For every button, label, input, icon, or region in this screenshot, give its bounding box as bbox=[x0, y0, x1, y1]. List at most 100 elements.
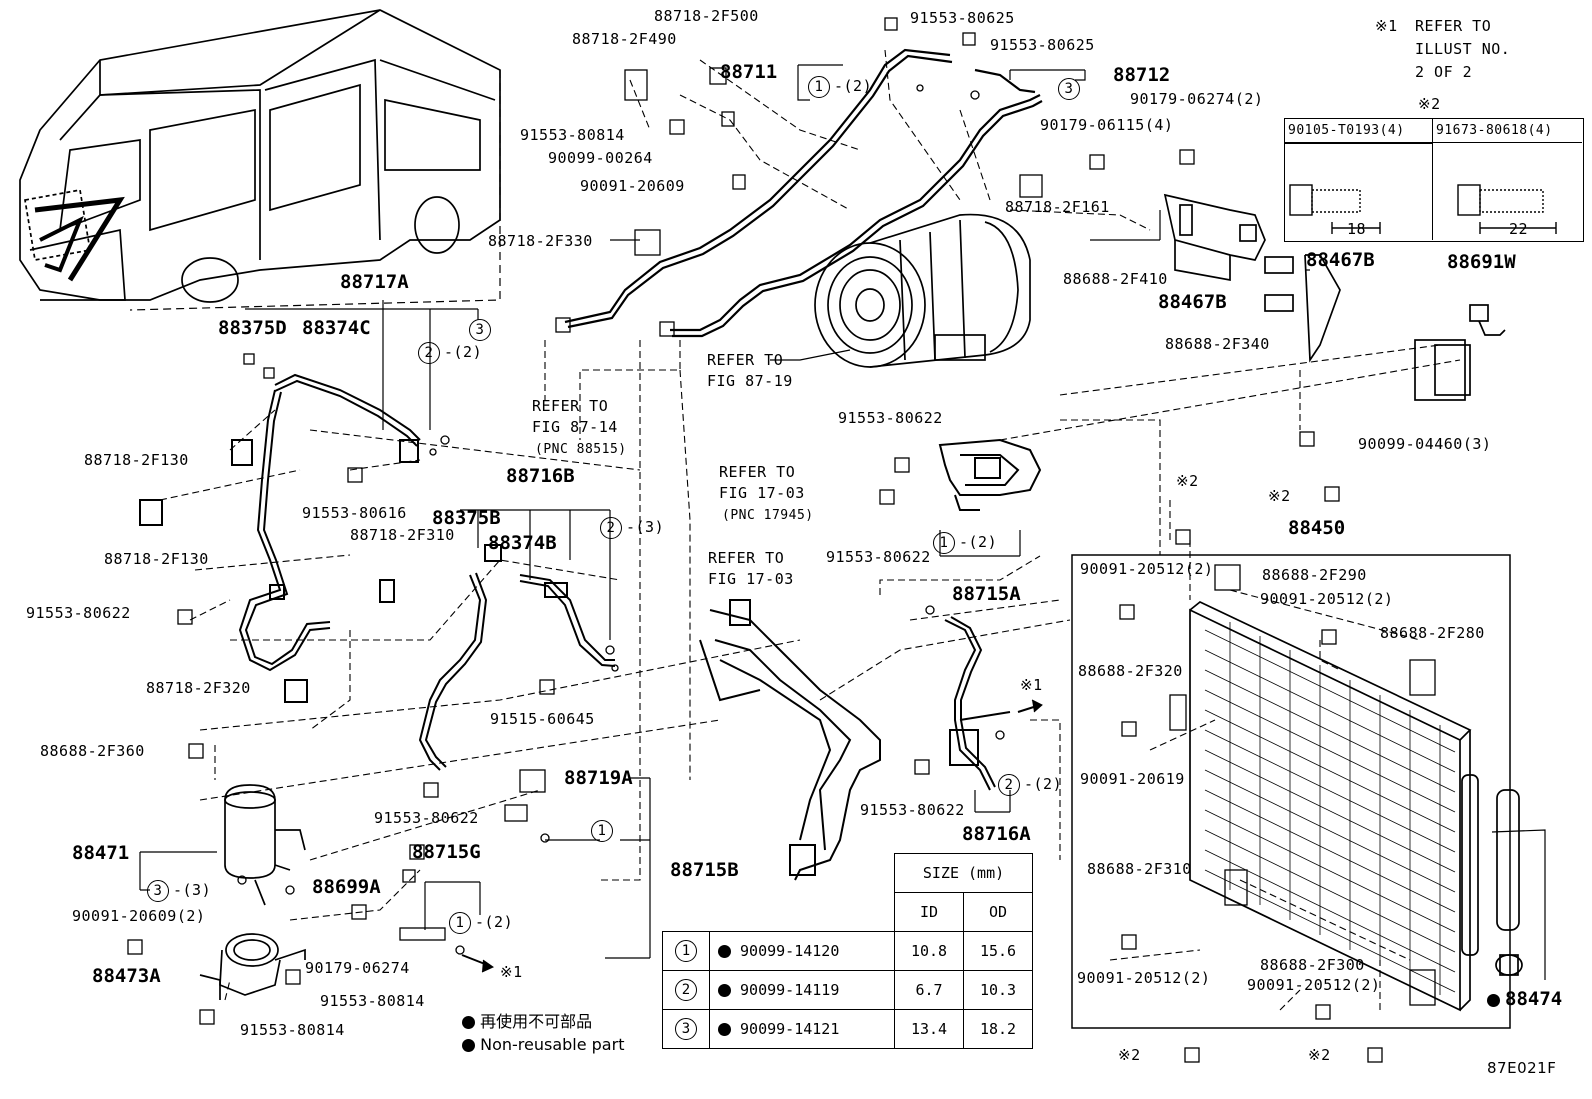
pipe-88715a bbox=[938, 438, 1042, 511]
label-88716b: 88716B bbox=[506, 465, 575, 487]
label-91553-80814-mid: 91553-80814 bbox=[320, 992, 425, 1010]
refer-fig-87-14-line-1: REFER TO bbox=[532, 397, 609, 415]
condenser bbox=[1189, 601, 1523, 1012]
callout-1-88715a: 1-(2) bbox=[933, 532, 997, 554]
small-parts bbox=[127, 17, 1436, 1063]
table-row: 2 90099-14119 6.7 10.3 bbox=[662, 970, 1033, 1010]
hose-88717a bbox=[139, 373, 421, 703]
label-88474: 88474 bbox=[1505, 988, 1563, 1010]
condenser-frame bbox=[1071, 554, 1511, 1029]
label-88718-2f161: 88718-2F161 bbox=[1005, 198, 1110, 216]
label-88718-2f500: 88718-2F500 bbox=[654, 7, 759, 25]
note-refer-line-2: ILLUST NO. bbox=[1415, 40, 1511, 58]
refer-fig-17-03-a-line-1: REFER TO bbox=[719, 463, 796, 481]
legend-jp: 再使用不可部品 bbox=[462, 1008, 592, 1032]
label-88471: 88471 bbox=[72, 842, 130, 864]
label-88450: 88450 bbox=[1288, 517, 1346, 539]
label-90091-20512-a: 90091-20512(2) bbox=[1080, 560, 1214, 578]
non-reusable-dot-88474 bbox=[1487, 994, 1500, 1007]
van-outline bbox=[19, 9, 501, 303]
bolt-box-dim-2: 22 bbox=[1509, 220, 1529, 238]
callout-3-88717a: 3 bbox=[469, 319, 491, 341]
legend-en: Non-reusable part bbox=[462, 1035, 624, 1054]
bracket-88473a bbox=[199, 933, 306, 1000]
table-row: 3 90099-14121 13.4 18.2 bbox=[662, 1009, 1033, 1049]
bolt-box-part-1: 90105-T0193(4) bbox=[1288, 123, 1405, 138]
label-90099-00264: 90099-00264 bbox=[548, 149, 653, 167]
label-88374b: 88374B bbox=[488, 532, 557, 554]
label-88688-2f340: 88688-2F340 bbox=[1165, 335, 1270, 353]
oring-size-table: SIZE (mm) ID OD 1 90099-14120 10.8 15.6 … bbox=[662, 853, 1033, 1049]
hose-lines bbox=[564, 48, 1043, 338]
label-91553-80616: 91553-80616 bbox=[302, 504, 407, 522]
bolt-box-mark: ※2 bbox=[1418, 95, 1441, 113]
figure-code: 87E021F bbox=[1487, 1059, 1557, 1077]
refer-fig-87-19-line-2: FIG 87-19 bbox=[707, 372, 793, 390]
label-88691w: 88691W bbox=[1447, 251, 1516, 273]
refer-fig-17-03-a-line-2: FIG 17-03 bbox=[719, 484, 805, 502]
label-88688-2f280: 88688-2F280 bbox=[1380, 624, 1485, 642]
refer-fig-87-19-line-1: REFER TO bbox=[707, 351, 784, 369]
label-90091-20512-d: 90091-20512(2) bbox=[1247, 976, 1381, 994]
callout-1-88719a: 1 bbox=[591, 820, 613, 842]
note-mark-2-d: ※2 bbox=[1308, 1046, 1331, 1064]
refer-fig-17-03-b-line-2: FIG 17-03 bbox=[708, 570, 794, 588]
dashed-leaders bbox=[159, 49, 1461, 1011]
note-mark-1-bottom: ※1 bbox=[500, 963, 523, 981]
label-90091-20609-2: 90091-20609(2) bbox=[72, 907, 206, 925]
label-88688-2f320: 88688-2F320 bbox=[1078, 662, 1183, 680]
label-88718-2f490: 88718-2F490 bbox=[572, 30, 677, 48]
bolt-box bbox=[1284, 118, 1584, 242]
label-88718-2f130-a: 88718-2F130 bbox=[84, 451, 189, 469]
bracket-88688-2f410 bbox=[1163, 193, 1266, 282]
label-88718-2f130-b: 88718-2F130 bbox=[104, 550, 209, 568]
label-90179-06274: 90179-06274 bbox=[305, 959, 410, 977]
refer-fig-87-14-line-2: FIG 87-14 bbox=[532, 418, 618, 436]
note-refer-line-1: REFER TO bbox=[1415, 17, 1492, 35]
label-91515-60645: 91515-60645 bbox=[490, 710, 595, 728]
note-mark-1-right: ※1 bbox=[1020, 676, 1043, 694]
label-88467b-lower: 88467B bbox=[1158, 291, 1227, 313]
label-88688-2f360: 88688-2F360 bbox=[40, 742, 145, 760]
label-88718-2f320: 88718-2F320 bbox=[146, 679, 251, 697]
label-91553-80814-top: 91553-80814 bbox=[520, 126, 625, 144]
bolt-box-part-2: 91673-80618(4) bbox=[1436, 123, 1553, 138]
callout-3-top: 3 bbox=[1058, 78, 1080, 100]
label-88718-2f310-left: 88718-2F310 bbox=[350, 526, 455, 544]
callout-3-88471: 3-(3) bbox=[147, 880, 211, 902]
label-90091-20512-b: 90091-20512(2) bbox=[1260, 590, 1394, 608]
switch-88467b-lower bbox=[1264, 294, 1294, 312]
note-mark-2-c: ※2 bbox=[1118, 1046, 1141, 1064]
label-90091-20512-c: 90091-20512(2) bbox=[1077, 969, 1211, 987]
note-refer-line-3: 2 OF 2 bbox=[1415, 63, 1473, 81]
label-88718-2f330: 88718-2F330 bbox=[488, 232, 593, 250]
bolt-box-drawings bbox=[1289, 184, 1557, 234]
callout-2-88716a: 2-(2) bbox=[998, 774, 1062, 796]
label-88688-2f290: 88688-2F290 bbox=[1262, 566, 1367, 584]
label-91553-80622-left: 91553-80622 bbox=[26, 604, 131, 622]
note-mark-2-a: ※2 bbox=[1176, 472, 1199, 490]
callout-1-top: 1-(2) bbox=[808, 76, 872, 98]
callout-2-88716b: 2-(3) bbox=[600, 517, 664, 539]
leader-lines bbox=[139, 64, 1546, 980]
label-91553-80814-bottom: 91553-80814 bbox=[240, 1021, 345, 1039]
label-90091-20619: 90091-20619 bbox=[1080, 770, 1185, 788]
size-table-col-id: ID bbox=[894, 892, 964, 932]
callout-2-88717a: 2-(2) bbox=[418, 342, 482, 364]
label-91553-80625-b: 91553-80625 bbox=[990, 36, 1095, 54]
label-88712: 88712 bbox=[1113, 64, 1171, 86]
label-88467b-upper: 88467B bbox=[1306, 249, 1375, 271]
size-table-header: SIZE (mm) bbox=[894, 853, 1033, 893]
label-88688-2f300: 88688-2F300 bbox=[1260, 956, 1365, 974]
label-90179-06115-4: 90179-06115(4) bbox=[1040, 116, 1174, 134]
size-table-col-od: OD bbox=[963, 892, 1033, 932]
label-88375d: 88375D bbox=[218, 317, 287, 339]
sensor-88691w bbox=[1414, 304, 1506, 401]
label-88688-2f310-right: 88688-2F310 bbox=[1087, 860, 1192, 878]
label-91553-80622-mid: 91553-80622 bbox=[826, 548, 931, 566]
label-88711: 88711 bbox=[720, 61, 778, 83]
label-90099-04460-3: 90099-04460(3) bbox=[1358, 435, 1492, 453]
label-91553-80622-bottom: 91553-80622 bbox=[374, 809, 479, 827]
